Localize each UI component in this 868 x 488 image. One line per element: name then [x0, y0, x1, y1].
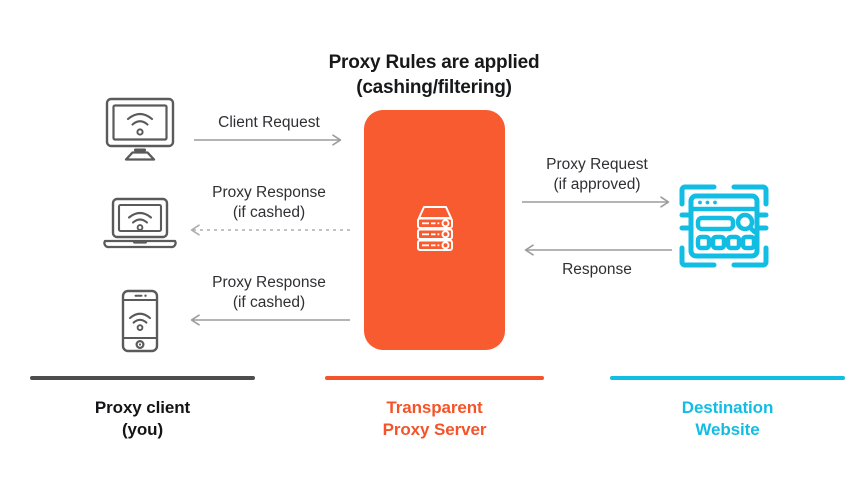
arrow-right-solid [522, 196, 670, 208]
flow-proxy-response-cached-solid: Proxy Response (if cashed) [184, 273, 354, 327]
legend-proxy-rule [325, 376, 544, 380]
legend-client-rule [30, 376, 255, 380]
legend-proxy-client: Proxy client (you) [30, 376, 255, 441]
legend-destination-caption: Destination Website [610, 397, 845, 441]
legend-destination-line-2: Website [695, 420, 760, 440]
legend-proxy-caption: Transparent Proxy Server [325, 397, 544, 441]
arrow-left-solid [524, 244, 672, 256]
flow-proxy-response-cached-dashed: Proxy Response (if cashed) [184, 183, 354, 237]
flow-client-request-label-line-1: Client Request [218, 114, 320, 131]
flow-proxy-response-phone-label-line-1: Proxy Response [212, 274, 326, 291]
flow-proxy-request-label: Proxy Request (if approved) [518, 155, 676, 195]
flow-response: Response [518, 243, 676, 280]
flow-client-request: Client Request [190, 113, 348, 147]
flow-proxy-response-laptop-label-line-2: (if cashed) [232, 203, 306, 221]
page-title: Proxy Rules are applied (cashing/filteri… [304, 50, 564, 100]
arrow-right-solid [194, 134, 342, 146]
legend-destination-line-1: Destination [681, 398, 774, 417]
flow-response-label: Response [518, 260, 676, 280]
legend-client-line-1: Proxy client [94, 398, 191, 417]
flow-proxy-response-phone-label-line-2: (if cashed) [232, 293, 306, 311]
website-search-icon [678, 182, 770, 275]
legend-destination-website: Destination Website [610, 376, 845, 441]
laptop-wifi-icon [102, 196, 178, 257]
title-line-1: Proxy Rules are applied [328, 52, 540, 73]
legend-transparent-proxy-server: Transparent Proxy Server [325, 376, 544, 441]
legend-destination-rule [610, 376, 845, 380]
transparent-proxy-server-panel [364, 110, 505, 350]
smartphone-wifi-icon [120, 289, 160, 358]
title-line-2: (cashing/filtering) [356, 77, 512, 99]
server-rack-icon [407, 200, 463, 261]
legend-client-line-2: (you) [121, 420, 164, 440]
flow-proxy-request-approved: Proxy Request (if approved) [518, 155, 676, 209]
desktop-wifi-icon [104, 96, 176, 167]
legend-client-caption: Proxy client (you) [30, 397, 255, 441]
flow-proxy-response-laptop-label-line-1: Proxy Response [212, 184, 326, 201]
flow-proxy-response-phone-label: Proxy Response (if cashed) [184, 273, 354, 313]
arrow-left-dashed [190, 224, 350, 236]
flow-proxy-request-label-line-2: (if approved) [553, 175, 641, 193]
flow-response-label-line-1: Response [562, 261, 632, 278]
flow-proxy-response-laptop-label: Proxy Response (if cashed) [184, 183, 354, 223]
flow-proxy-request-label-line-1: Proxy Request [546, 156, 648, 173]
arrow-left-solid [190, 314, 350, 326]
flow-client-request-label: Client Request [190, 113, 348, 133]
legend-proxy-line-1: Transparent [386, 398, 483, 417]
legend-proxy-line-2: Proxy Server [382, 420, 487, 440]
